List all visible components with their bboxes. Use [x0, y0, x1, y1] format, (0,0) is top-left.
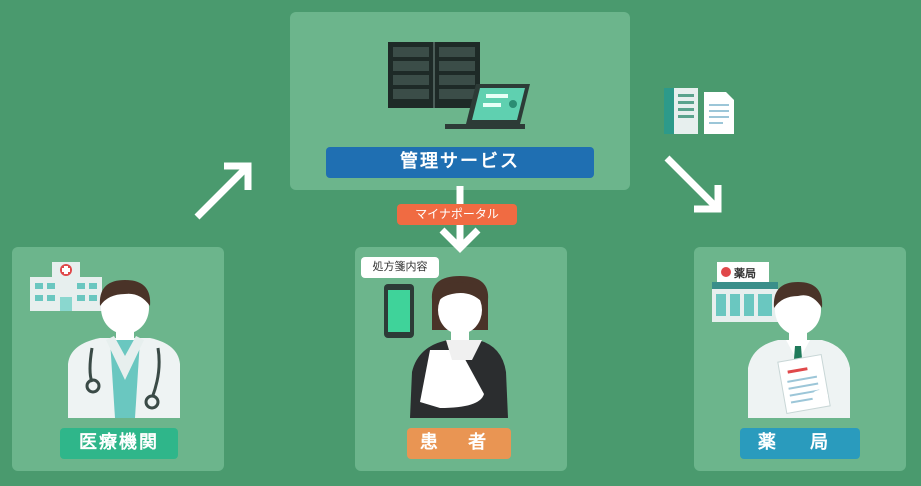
- patient-label: 患 者: [407, 428, 511, 459]
- arrow-management-to-pharmacy-icon: [664, 155, 722, 213]
- hospital-label: 医療機関: [60, 428, 178, 459]
- laptop-icon: [445, 84, 530, 129]
- prescription-content-tag: 処方箋内容: [361, 257, 439, 278]
- mynaportal-tag: マイナポータル: [397, 204, 517, 225]
- management-service-label: 管理サービス: [326, 147, 594, 178]
- server-icon: [388, 42, 480, 108]
- patient-illustration: [410, 276, 508, 418]
- smartphone-icon: [384, 284, 414, 338]
- arrow-hospital-to-management-icon: [194, 162, 252, 220]
- pharmacy-sign-text: 薬局: [734, 267, 756, 280]
- hospital-building-icon: [30, 262, 102, 311]
- pharmacy-label: 薬 局: [740, 428, 860, 459]
- pharmacist-illustration: [748, 282, 850, 418]
- prescription-paper-icon: [777, 353, 831, 415]
- pharmacy-store-icon: [712, 262, 778, 322]
- documents-icon: [664, 88, 734, 134]
- doctor-illustration: [68, 280, 180, 418]
